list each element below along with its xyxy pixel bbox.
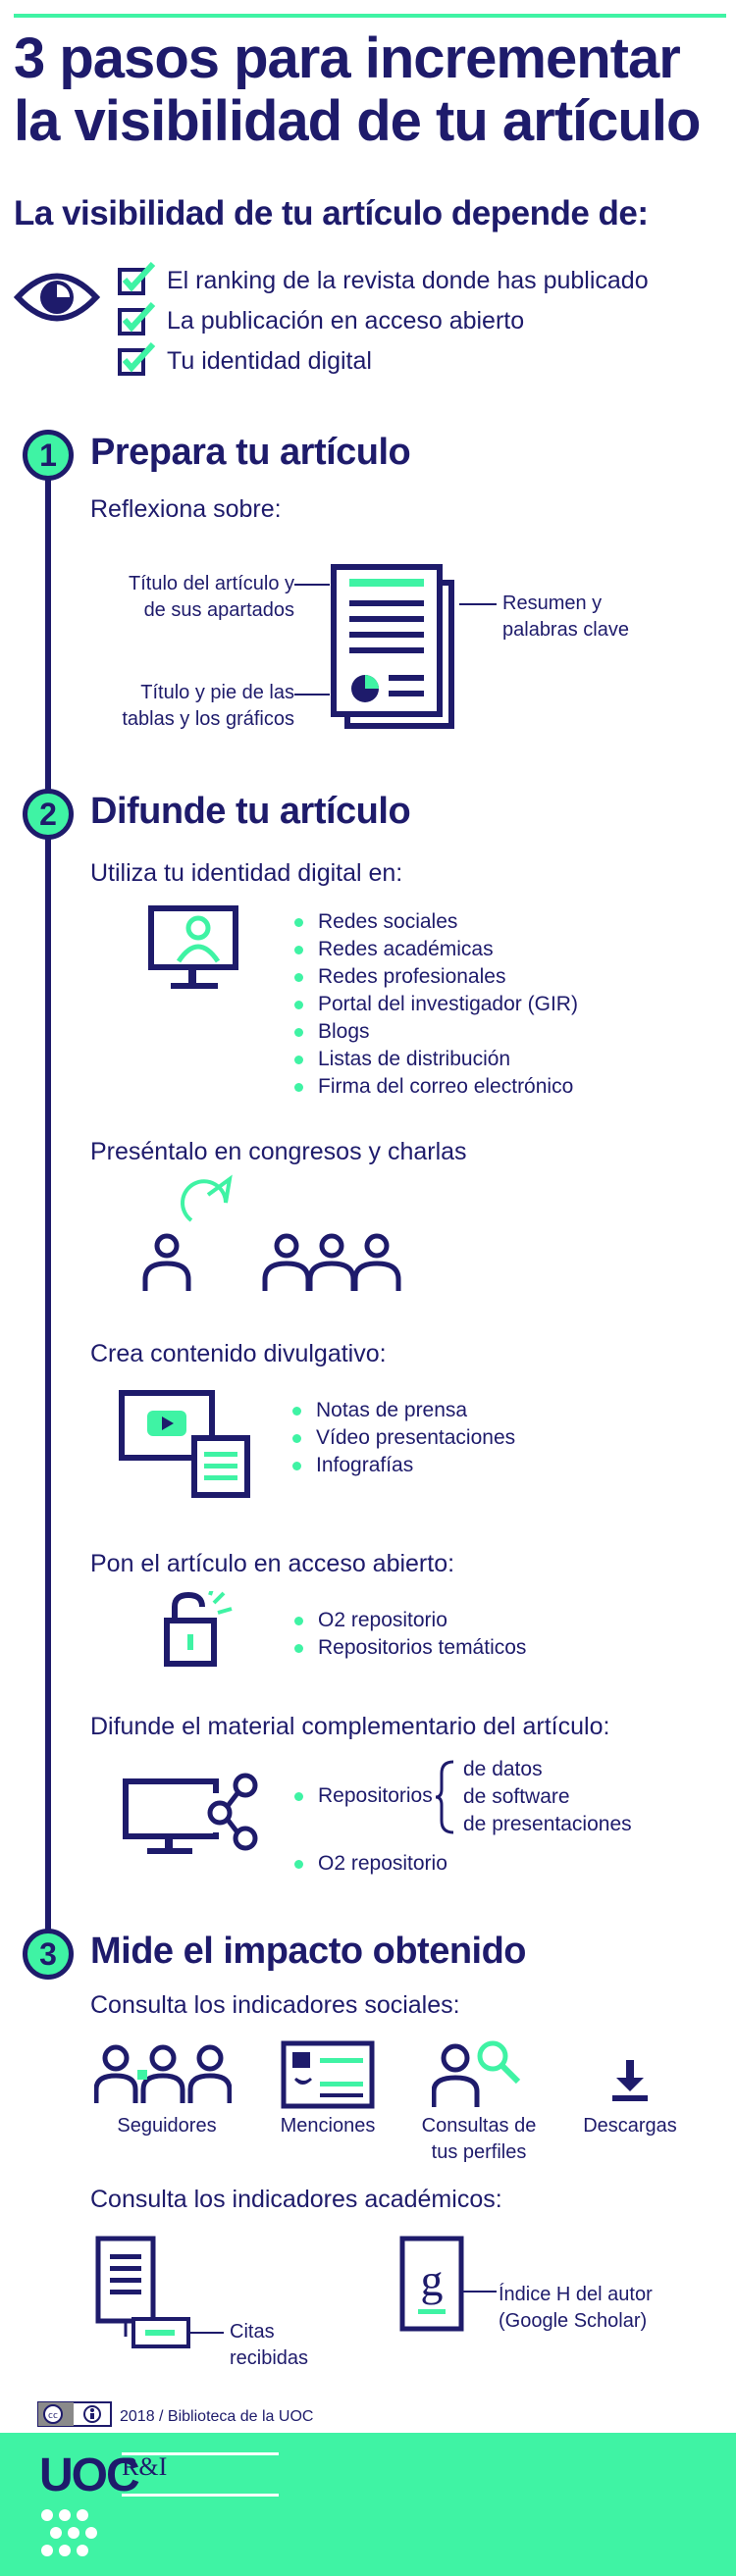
eye-icon <box>14 273 100 322</box>
page-title: 3 pasos para incrementar la visibilidad … <box>14 26 701 153</box>
video-presentation-icon <box>119 1390 250 1498</box>
mentions-label: Menciones <box>280 2115 376 2137</box>
download-icon <box>612 2060 648 2101</box>
checkbox-icon <box>118 341 156 376</box>
open-access-list: O2 repositorio Repositorios temáticos <box>294 1607 526 1662</box>
factor-item: La publicación en acceso abierto <box>118 301 525 335</box>
step-1-title: Prepara tu artículo <box>90 432 411 473</box>
list-item: Repositorios temáticos <box>294 1634 526 1662</box>
list-item: Notas de prensa <box>292 1397 515 1424</box>
label-line: de sus apartados <box>143 599 294 621</box>
license-text: 2018 / Biblioteca de la UOC <box>120 2408 314 2425</box>
list-item: Firma del correo electrónico <box>294 1073 578 1101</box>
profile-search-icon <box>432 2040 521 2107</box>
citations-label: Citas recibidas <box>230 2319 308 2372</box>
step-3-badge: 3 <box>23 1929 74 1980</box>
citations-icon <box>95 2236 224 2348</box>
label-line: (Google Scholar) <box>499 2310 648 2332</box>
computer-user-icon <box>148 905 238 989</box>
label-line: Índice H del autor <box>499 2284 653 2305</box>
material-heading: Difunde el material complementario del a… <box>90 1713 610 1740</box>
timeline-line <box>45 455 51 1946</box>
footer-line <box>122 2452 279 2455</box>
document-icon <box>294 564 497 729</box>
open-access-heading: Pon el artículo en acceso abierto: <box>90 1550 455 1577</box>
material-sublist: de datos de software de presentaciones <box>463 1756 632 1838</box>
label-line: Título y pie de las <box>140 682 294 703</box>
list-item: O2 repositorio <box>294 1850 447 1878</box>
footer-line <box>122 2494 279 2497</box>
label-summary: Resumen y palabras clave <box>502 591 629 644</box>
cc-by-license-icon: cc <box>37 2401 112 2427</box>
list-item: de presentaciones <box>463 1813 632 1835</box>
footer-band: UOC R&I <box>0 2433 736 2576</box>
label-line: recibidas <box>230 2347 309 2369</box>
social-heading: Consulta los indicadores sociales: <box>90 1991 460 2019</box>
svg-text:cc: cc <box>48 2411 58 2421</box>
academic-heading: Consulta los indicadores académicos: <box>90 2186 502 2213</box>
uoc-logo-dots <box>41 2509 97 2556</box>
conference-icon <box>142 1174 401 1291</box>
list-item: Repositorios <box>294 1782 433 1810</box>
label-tables: Título y pie de las tablas y los gráfico… <box>79 680 294 733</box>
congress-heading: Preséntalo en congresos y charlas <box>90 1138 467 1165</box>
label-line: palabras clave <box>502 619 629 641</box>
ri-logo: R&I <box>122 2452 168 2481</box>
content-list: Notas de prensa Vídeo presentaciones Inf… <box>292 1397 515 1479</box>
label-article-title: Título del artículo y de sus apartados <box>79 571 294 624</box>
title-line-2: la visibilidad de tu artículo <box>14 89 701 153</box>
followers-label: Seguidores <box>117 2115 217 2137</box>
step-1-badge: 1 <box>23 430 74 481</box>
material-list: Repositorios <box>294 1782 433 1810</box>
uoc-logo: UOC <box>39 2449 140 2501</box>
factor-label: Tu identidad digital <box>167 347 372 375</box>
label-line: Consultas de <box>421 2115 537 2137</box>
label-line: Citas <box>230 2321 275 2343</box>
identity-list: Redes sociales Redes académicas Redes pr… <box>294 908 578 1101</box>
list-item: Listas de distribución <box>294 1046 578 1073</box>
queries-label: Consultas de tus perfiles <box>410 2113 548 2166</box>
followers-icon <box>94 2044 232 2103</box>
step-3-title: Mide el impacto obtenido <box>90 1931 527 1972</box>
checkbox-icon <box>118 301 156 335</box>
material-list-2: O2 repositorio <box>294 1850 447 1878</box>
svg-text:g: g <box>421 2255 444 2305</box>
factor-item: El ranking de la revista donde has publi… <box>118 261 649 295</box>
checkbox-icon <box>118 261 156 295</box>
factor-label: La publicación en acceso abierto <box>167 307 525 335</box>
list-item: O2 repositorio <box>294 1607 526 1634</box>
list-item: Vídeo presentaciones <box>292 1424 515 1452</box>
identity-heading: Utiliza tu identidad digital en: <box>90 859 403 887</box>
label-line: tus perfiles <box>431 2141 527 2163</box>
top-accent-line <box>14 14 726 18</box>
title-line-1: 3 pasos para incrementar <box>14 26 681 90</box>
list-item: Redes académicas <box>294 936 578 963</box>
label-line: tablas y los gráficos <box>122 708 294 730</box>
list-item: Redes sociales <box>294 908 578 936</box>
downloads-label: Descargas <box>583 2115 677 2137</box>
open-lock-icon <box>164 1591 233 1667</box>
list-item: Infografías <box>292 1452 515 1479</box>
label-line: Título del artículo y <box>129 573 294 594</box>
list-item: Blogs <box>294 1018 578 1046</box>
step-2-badge: 2 <box>23 789 74 840</box>
content-heading: Crea contenido divulgativo: <box>90 1340 387 1367</box>
step-2-title: Difunde tu artículo <box>90 791 411 832</box>
label-line: Resumen y <box>502 592 603 614</box>
mentions-icon <box>281 2040 375 2109</box>
factor-label: El ranking de la revista donde has publi… <box>167 267 649 294</box>
brace-icon <box>435 1760 454 1834</box>
subtitle: La visibilidad de tu artículo depende de… <box>14 194 649 232</box>
hindex-label: Índice H del autor (Google Scholar) <box>499 2282 653 2335</box>
list-item: de datos <box>463 1758 543 1780</box>
google-scholar-icon: g <box>399 2236 497 2332</box>
step-1-intro: Reflexiona sobre: <box>90 495 282 523</box>
factor-item: Tu identidad digital <box>118 341 372 376</box>
list-item: Redes profesionales <box>294 963 578 991</box>
list-item: Portal del investigador (GIR) <box>294 991 578 1018</box>
share-monitor-icon <box>123 1773 258 1854</box>
list-item: de software <box>463 1785 570 1808</box>
